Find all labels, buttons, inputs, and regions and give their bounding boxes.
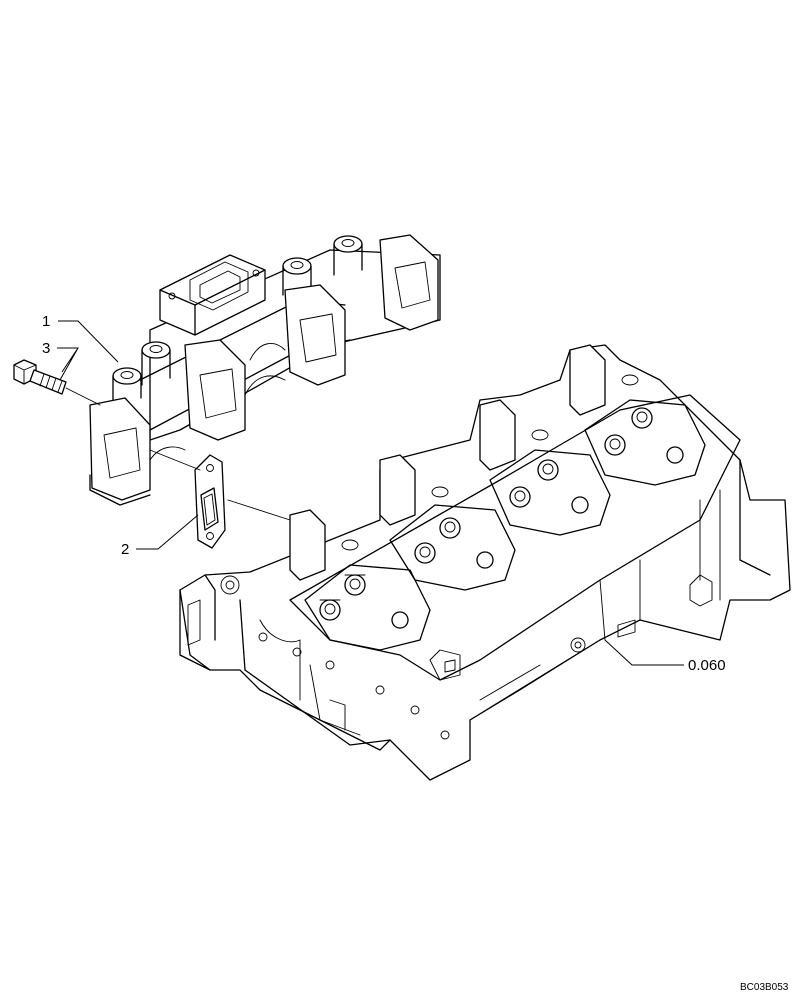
gasket (194, 454, 226, 549)
callout-3: 3 (42, 340, 79, 381)
assembly-line-gasket (149, 449, 291, 521)
leader-2 (136, 514, 199, 550)
callout-1: 1 (42, 313, 119, 363)
exhaust-manifold (89, 234, 441, 506)
drawing-code: BC03B053 (740, 982, 789, 993)
leader-0-060 (604, 639, 684, 666)
callout-label-3: 3 (42, 340, 50, 357)
callout-label-2: 2 (121, 541, 129, 558)
callout-0-060: 0.060 (604, 639, 726, 674)
bolt (13, 359, 67, 395)
assembly-line-bolt (65, 387, 101, 406)
cylinder-head (179, 344, 791, 781)
callout-label-1: 1 (42, 313, 50, 330)
leader-3 (57, 347, 79, 381)
leader-1 (58, 320, 119, 363)
callout-2: 2 (121, 514, 199, 558)
callout-label-0-060: 0.060 (688, 657, 726, 674)
